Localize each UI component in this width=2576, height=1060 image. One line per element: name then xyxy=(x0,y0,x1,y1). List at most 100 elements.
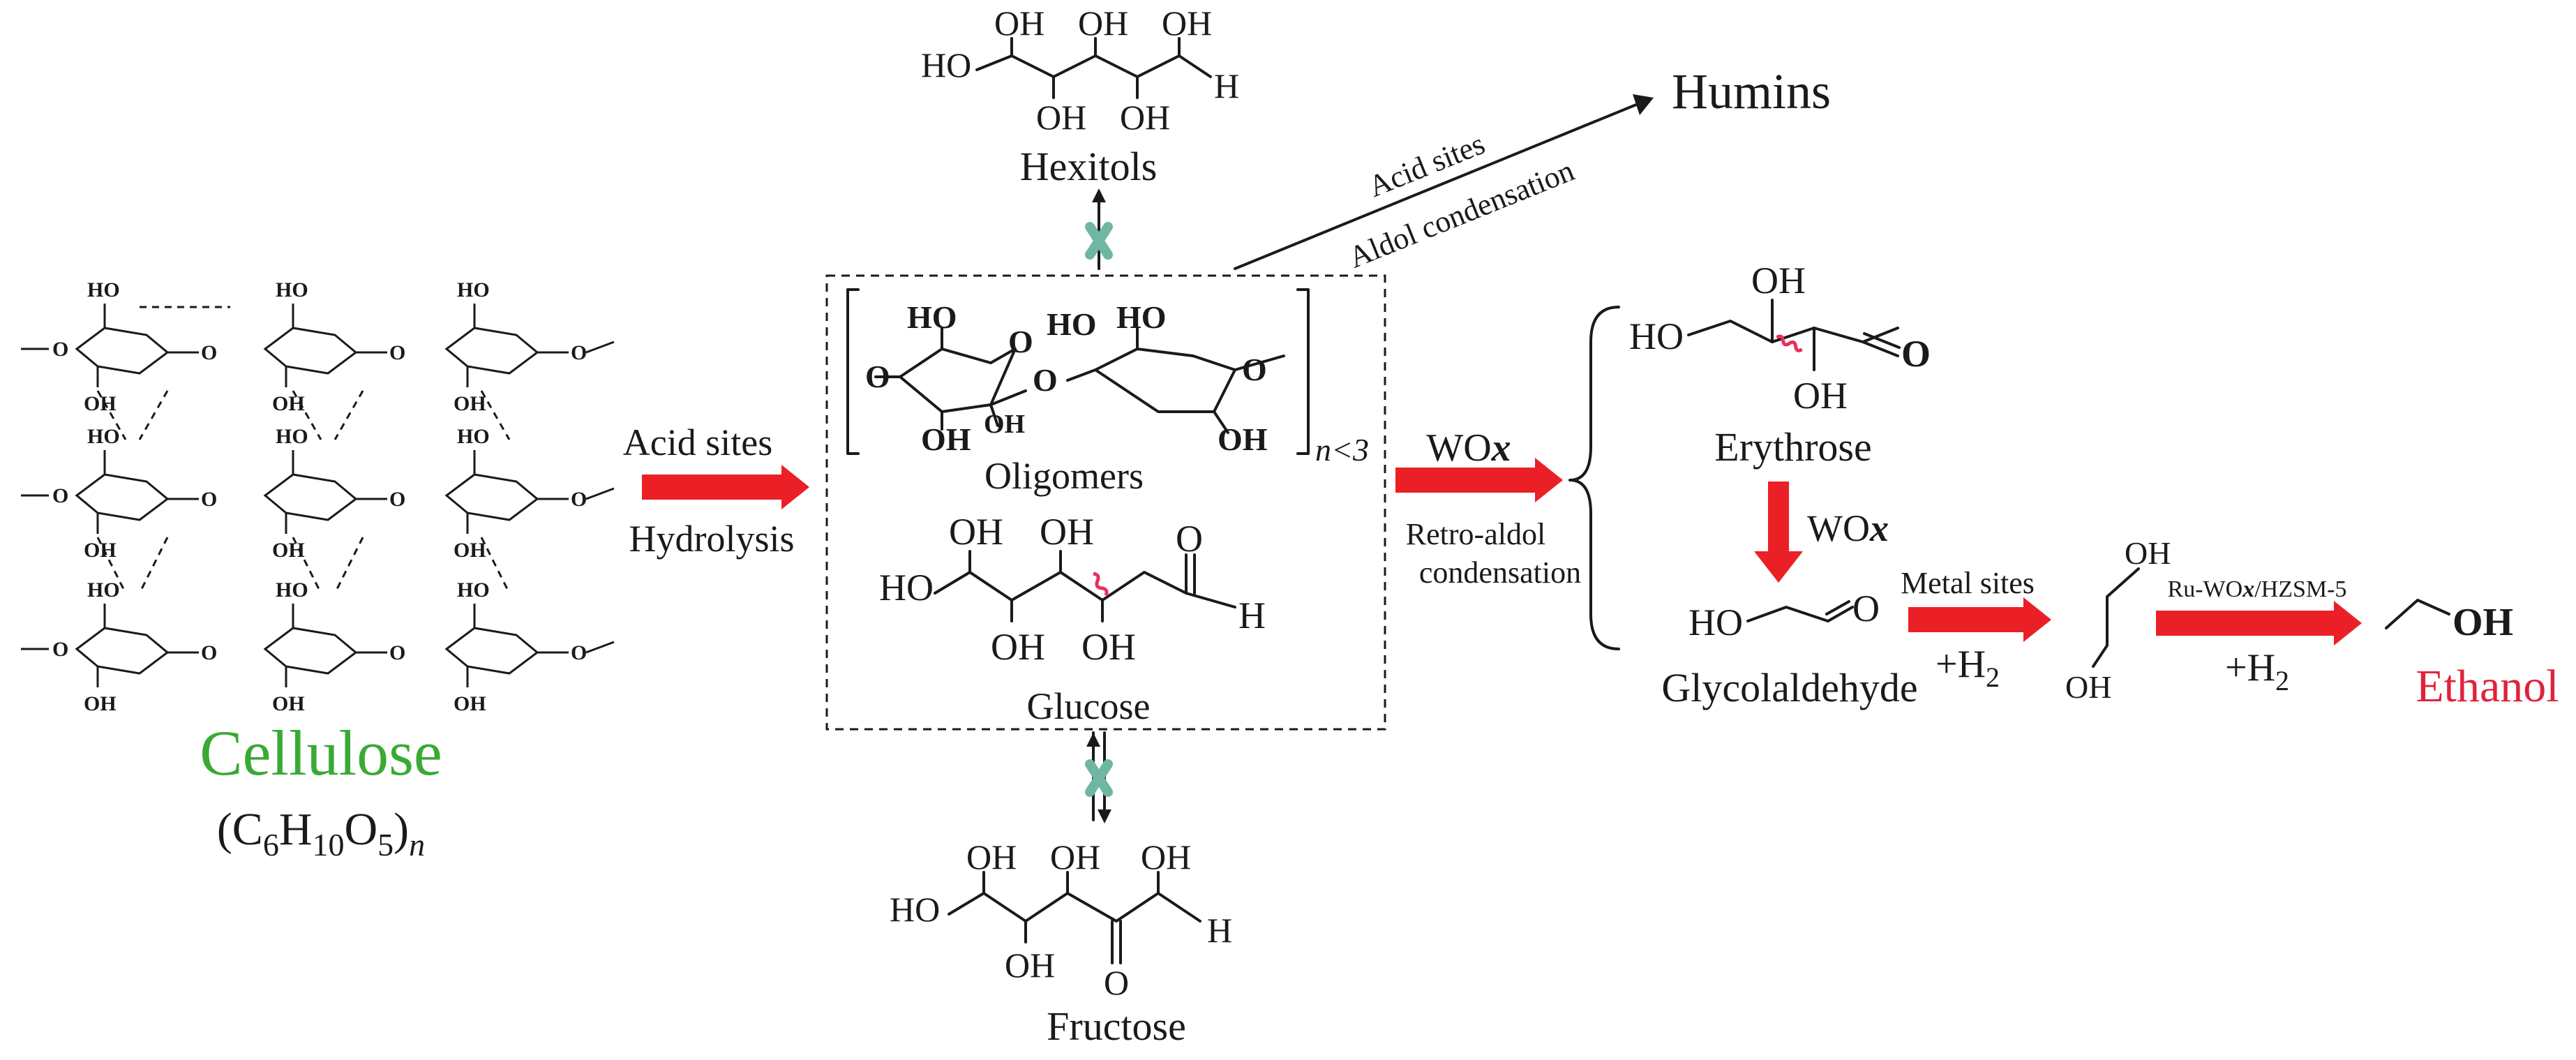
svg-text:O: O xyxy=(1852,588,1880,629)
cellulose-ring xyxy=(75,327,170,375)
svg-text:O: O xyxy=(1242,352,1267,387)
step5-arrow xyxy=(2156,601,2362,645)
cellulose-oh-label: HO xyxy=(87,578,120,602)
cellulose-hydrogen-bond xyxy=(292,390,322,440)
svg-text:OH: OH xyxy=(2453,601,2513,644)
glycolaldehyde-name: Glycolaldehyde xyxy=(1661,665,1917,710)
fructose-blocked-arrow xyxy=(1085,731,1113,823)
cellulose-hydrogen-bond xyxy=(480,537,511,594)
svg-text:OH: OH xyxy=(991,626,1045,668)
step3-reagent: WOx xyxy=(1807,507,1889,549)
humins-arrow xyxy=(1234,94,1654,270)
cellulose-glycosidic-o: O xyxy=(389,341,405,364)
oligomer-structure: O HO O O OH OH HO HO O OH xyxy=(846,288,1310,457)
step4-arrow xyxy=(1908,597,2051,642)
svg-text:O: O xyxy=(865,359,890,394)
cellulose-oh-label: OH xyxy=(272,692,305,715)
cellulose-hydrogen-bond xyxy=(138,537,169,594)
products-brace xyxy=(1568,306,1620,650)
cellulose-ring xyxy=(75,473,170,521)
svg-text:O: O xyxy=(1104,963,1129,1002)
svg-text:OH: OH xyxy=(2125,535,2171,571)
svg-text:OH: OH xyxy=(1141,837,1191,876)
svg-text:O: O xyxy=(1901,333,1931,375)
step1-process: Hydrolysis xyxy=(629,518,794,560)
cellulose-glycosidic-o: O xyxy=(571,641,587,664)
fructose-name: Fructose xyxy=(1047,1003,1186,1049)
cellulose-name: Cellulose xyxy=(200,717,442,789)
svg-text:H: H xyxy=(1238,595,1266,636)
svg-text:HO: HO xyxy=(1047,306,1097,342)
step4-reagent: Metal sites xyxy=(1901,566,2035,600)
cellulose-chain-bond xyxy=(585,341,615,354)
svg-text:OH: OH xyxy=(921,421,971,457)
svg-text:HO: HO xyxy=(879,567,934,609)
svg-text:OH: OH xyxy=(1040,511,1094,553)
cellulose-hydrogen-bond xyxy=(334,390,364,440)
step1-arrow xyxy=(642,465,809,509)
cellulose-glycosidic-o: O xyxy=(52,338,68,361)
svg-text:OH: OH xyxy=(949,511,1003,553)
cellulose-chain-bond xyxy=(585,641,615,654)
svg-text:O: O xyxy=(1033,362,1058,398)
cellulose-glycosidic-o: O xyxy=(389,488,405,511)
step2-process-1: Retro-aldol xyxy=(1406,517,1545,551)
fructose-structure: HO OH OH OH OH O H xyxy=(890,837,1232,1002)
cellulose-oh-label: HO xyxy=(457,278,490,301)
step2-arrow xyxy=(1395,458,1563,502)
svg-text:HO: HO xyxy=(921,45,971,84)
svg-text:OH: OH xyxy=(984,410,1025,439)
glucose-name: Glucose xyxy=(1027,685,1151,727)
svg-text:H: H xyxy=(1207,911,1232,950)
erythrose-structure: HO OH OH O xyxy=(1629,260,1931,417)
oligomers-subscript: n<3 xyxy=(1315,432,1369,468)
intermediate-box xyxy=(825,274,1386,731)
cellulose-oh-label: OH xyxy=(454,692,486,715)
cellulose-ring xyxy=(263,473,358,521)
svg-text:HO: HO xyxy=(1116,299,1167,335)
ethanol-name: Ethanol xyxy=(2416,661,2559,712)
glycolaldehyde-structure: HO O xyxy=(1688,588,1880,643)
ethylene-glycol-structure: OH OH xyxy=(2065,535,2171,705)
svg-text:OH: OH xyxy=(1050,837,1100,876)
cellulose-oh-label: OH xyxy=(84,692,117,715)
cellulose-formula: (C6H10O5)n xyxy=(217,804,425,863)
svg-text:HO: HO xyxy=(890,890,940,929)
svg-text:OH: OH xyxy=(1751,260,1806,301)
svg-text:OH: OH xyxy=(966,837,1017,876)
step5-reagent: Ru-WOx/HZSM-5 xyxy=(2168,576,2347,602)
oligomers-name: Oligomers xyxy=(984,455,1144,497)
cellulose-structure: OHOOHOHOOHOHOOHOOHOOHOHOOHOHOOHOOHOOHOHO… xyxy=(21,278,615,715)
svg-text:OH: OH xyxy=(1078,3,1128,43)
step4-h2: +H2 xyxy=(1935,643,2000,693)
svg-text:OH: OH xyxy=(1162,3,1212,43)
cellulose-glycosidic-o: O xyxy=(52,638,68,661)
cellulose-ring xyxy=(444,327,539,375)
svg-text:O: O xyxy=(1008,324,1033,359)
cellulose-ring xyxy=(75,627,170,675)
svg-text:OH: OH xyxy=(1218,421,1268,457)
hexitols-name: Hexitols xyxy=(1020,144,1158,189)
glucose-structure: HO OH OH OH OH O H xyxy=(879,511,1266,668)
ethanol-structure: OH xyxy=(2385,599,2513,644)
cellulose-glycosidic-o: O xyxy=(52,484,68,507)
svg-text:HO: HO xyxy=(1688,602,1743,643)
cellulose-oh-label: HO xyxy=(87,425,120,448)
svg-text:OH: OH xyxy=(1036,98,1086,137)
svg-text:OH: OH xyxy=(1120,98,1170,137)
cellulose-hydrogen-bond xyxy=(480,390,511,440)
cellulose-oh-label: HO xyxy=(87,278,120,301)
step1-reagent: Acid sites xyxy=(623,421,772,463)
cellulose-glycosidic-o: O xyxy=(389,641,405,664)
svg-text:O: O xyxy=(1176,518,1203,560)
cellulose-oh-label: OH xyxy=(454,539,486,562)
cellulose-oh-label: OH xyxy=(454,392,486,415)
cellulose-glycosidic-o: O xyxy=(571,488,587,511)
svg-text:OH: OH xyxy=(994,3,1044,43)
cellulose-glycosidic-o: O xyxy=(201,488,217,511)
cellulose-ring xyxy=(444,627,539,675)
svg-text:OH: OH xyxy=(1005,946,1055,985)
cellulose-hydrogen-bond xyxy=(138,390,169,440)
step2-process-2: condensation xyxy=(1419,555,1581,590)
